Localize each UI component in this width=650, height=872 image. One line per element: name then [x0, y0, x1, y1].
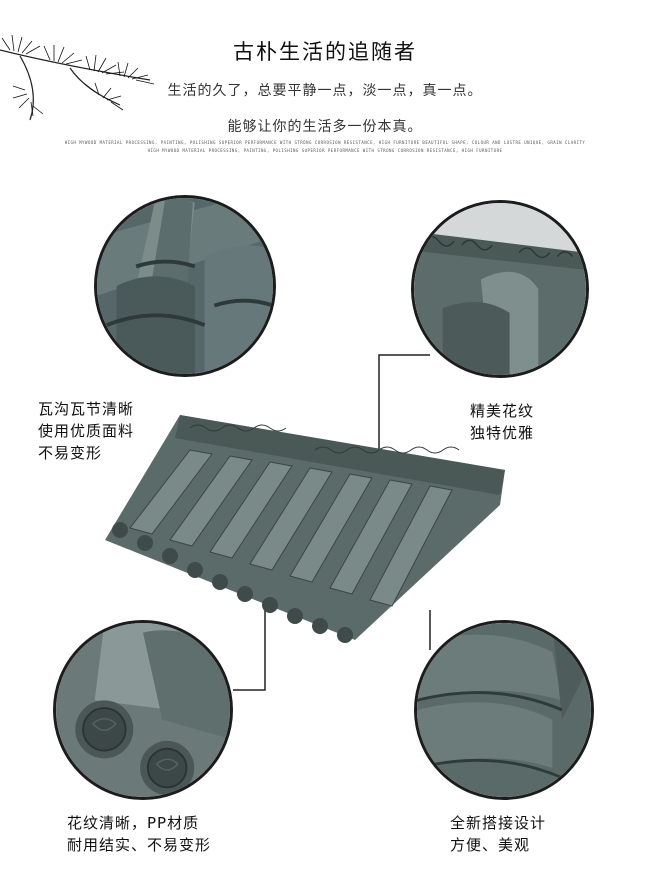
detail-circle-overlap — [414, 620, 594, 800]
detail-circle-end-caps — [53, 620, 233, 800]
fine-print-line-2: HIGH MYWOOD MATERIAL PROCESSING, PAINTIN… — [147, 148, 503, 153]
roof-tile-product-image — [105, 415, 505, 643]
feature-2-line-2: 独特优雅 — [470, 424, 535, 442]
feature-label-overlap: 全新搭接设计 方便、美观 — [450, 812, 546, 856]
feature-3-line-2: 耐用结实、不易变形 — [67, 836, 212, 854]
detail-circle-pattern-edge — [411, 200, 589, 378]
page-title: 古朴生活的追随者 — [233, 40, 417, 64]
fine-print-line-1: HIGH MYWOOD MATERIAL PROCESSING, PAINTIN… — [64, 140, 586, 145]
feature-2-line-1: 精美花纹 — [470, 402, 535, 420]
feature-4-line-2: 方便、美观 — [450, 836, 531, 854]
feature-label-tile-ridges: 瓦沟瓦节清晰 使用优质面料 不易变形 — [38, 398, 134, 464]
feature-4-line-1: 全新搭接设计 — [450, 814, 547, 832]
feature-label-pattern: 精美花纹 独特优雅 — [470, 400, 534, 444]
feature-3-line-1: 花纹清晰，PP材质 — [67, 814, 200, 832]
detail-circle-tile-ridges — [94, 195, 276, 377]
feature-1-line-1: 瓦沟瓦节清晰 — [38, 400, 135, 418]
pine-branch-illustration — [0, 34, 155, 121]
subtitle-line-1: 生活的久了，总要平静一点，淡一点，真一点。 — [167, 83, 483, 99]
subtitle-line-2: 能够让你的生活多一份本真。 — [227, 119, 423, 135]
feature-1-line-3: 不易变形 — [38, 444, 103, 462]
feature-1-line-2: 使用优质面料 — [38, 422, 135, 440]
feature-label-end-caps: 花纹清晰，PP材质 耐用结实、不易变形 — [67, 812, 211, 856]
